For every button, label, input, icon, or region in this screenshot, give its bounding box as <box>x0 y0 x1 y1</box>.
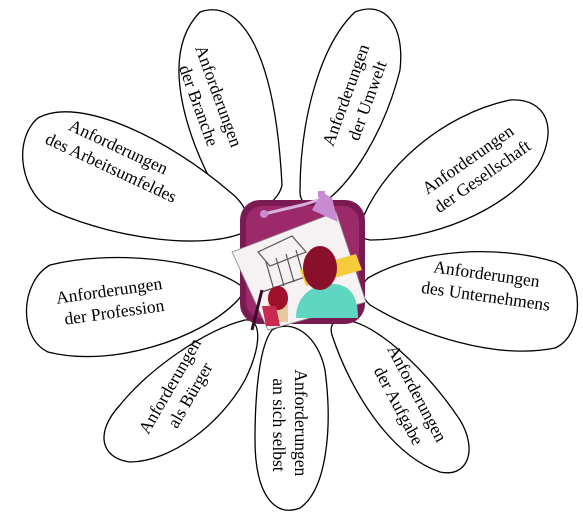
architect-drawing-board-icon <box>232 191 366 330</box>
petal-umwelt: Anforderungen der Umwelt <box>300 9 401 207</box>
petal-selbst-line-1: Anforderungen <box>291 369 311 476</box>
petal-selbst-line-2: an sich selbst <box>269 378 289 471</box>
petal-gesellschaft: Anforderungen der Gesellschaft <box>358 100 548 240</box>
petal-aufgabe: Anforderungen der Aufgabe <box>331 320 469 473</box>
petal-selbst: Anforderungen an sich selbst <box>255 326 328 510</box>
petal-unternehmen: Anforderungen des Unternehmens <box>362 252 577 351</box>
